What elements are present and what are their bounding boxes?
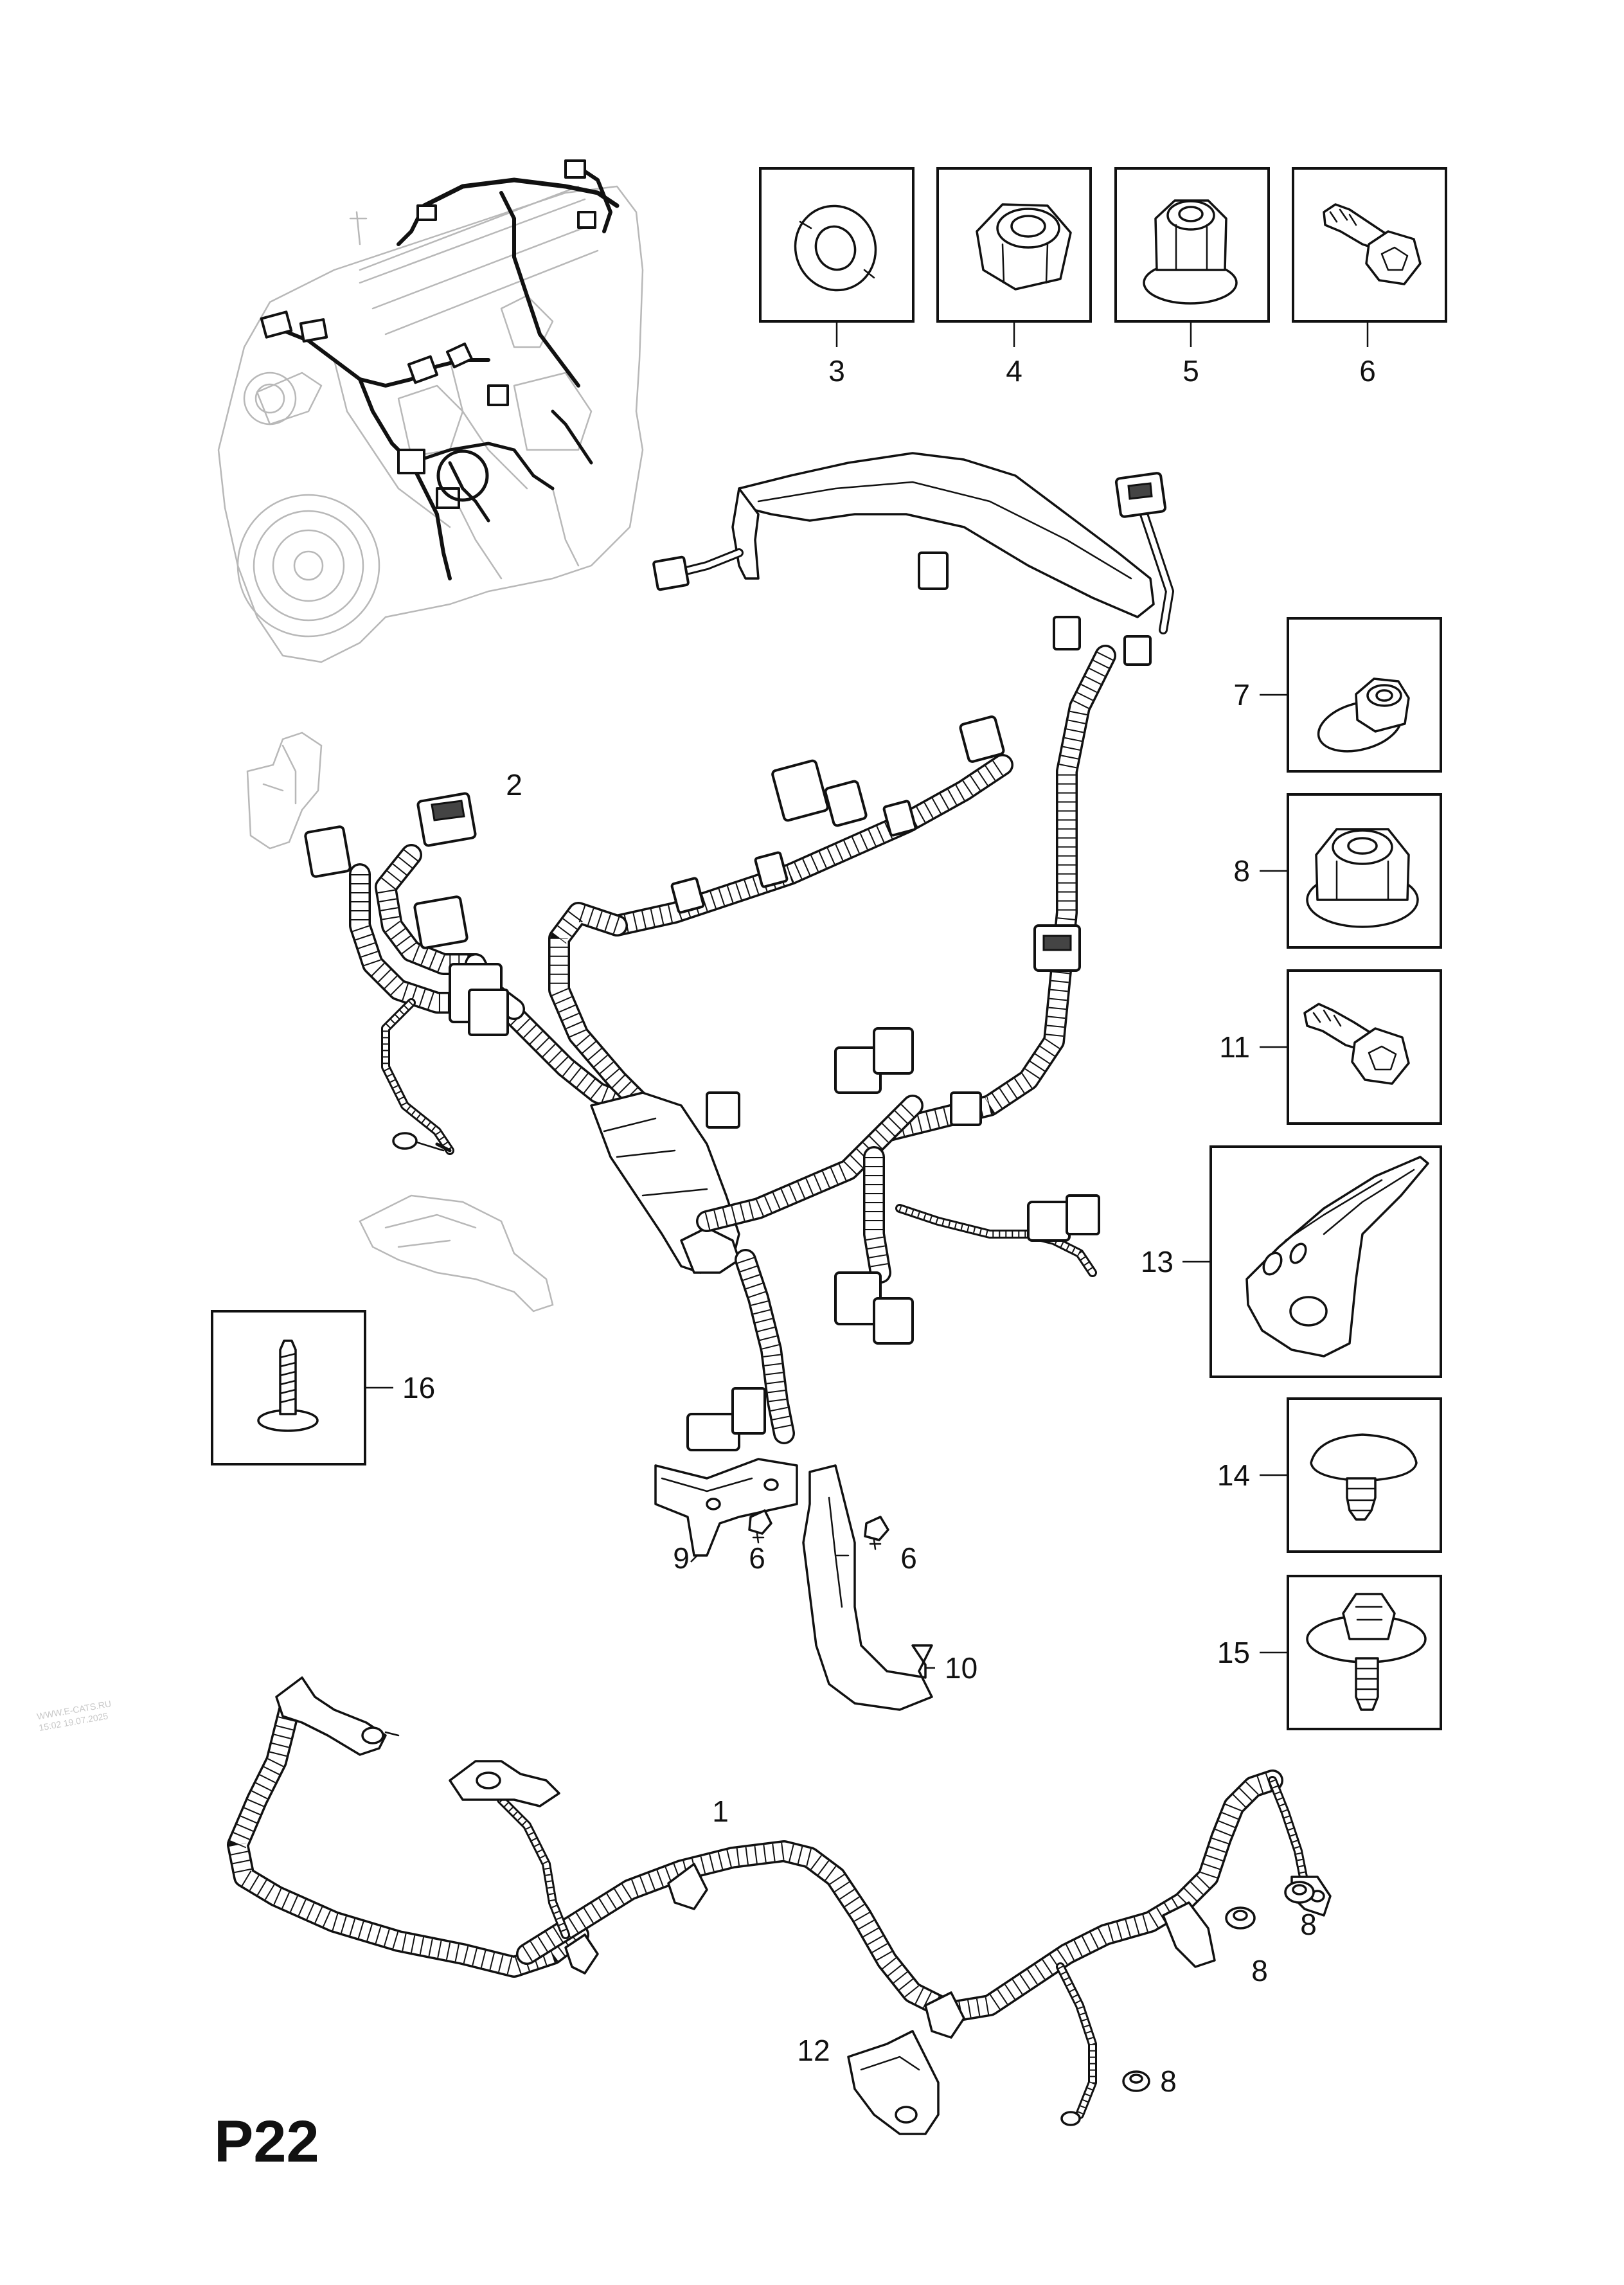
part-box-13[interactable] — [1209, 1145, 1442, 1378]
callout-14: 14 — [1217, 1458, 1250, 1492]
engine-harness[interactable] — [304, 452, 1174, 1451]
callout-11: 11 — [1219, 1030, 1250, 1064]
part-box-6[interactable] — [1292, 167, 1447, 323]
part-box-14[interactable] — [1287, 1397, 1442, 1553]
bracket-10[interactable] — [802, 1464, 933, 1711]
bolt-6-b[interactable] — [864, 1516, 889, 1550]
bracket-9[interactable] — [654, 1458, 798, 1557]
part-box-4[interactable] — [936, 167, 1092, 323]
callout-8-right: 8 — [1233, 854, 1250, 888]
callout-12: 12 — [797, 2034, 830, 2067]
ghost-bracket-upper — [246, 731, 323, 850]
part-box-15[interactable] — [1287, 1575, 1442, 1730]
callout-9: 9 — [673, 1541, 690, 1575]
callout-10: 10 — [945, 1651, 977, 1685]
part-box-11[interactable] — [1287, 969, 1442, 1125]
part-box-8[interactable] — [1287, 793, 1442, 949]
part-box-7[interactable] — [1287, 617, 1442, 773]
engine-overview — [217, 159, 644, 663]
nut-8-c[interactable] — [1122, 2070, 1150, 2092]
callout-7: 7 — [1233, 678, 1250, 712]
page-code: P22 — [214, 2109, 319, 2174]
callout-13: 13 — [1141, 1245, 1173, 1278]
callout-8-b: 8 — [1300, 1908, 1317, 1941]
part-box-16[interactable] — [211, 1310, 366, 1465]
callout-6-top: 6 — [1359, 354, 1376, 388]
callout-8-a: 8 — [1251, 1954, 1268, 1987]
callout-2: 2 — [506, 768, 522, 802]
callout-8-c: 8 — [1160, 2065, 1177, 2098]
callout-5: 5 — [1182, 354, 1199, 388]
part-box-5[interactable] — [1114, 167, 1270, 323]
callout-6-a: 6 — [749, 1541, 765, 1575]
callout-3: 3 — [828, 354, 845, 388]
callout-1: 1 — [712, 1795, 729, 1828]
callout-4: 4 — [1006, 354, 1022, 388]
callout-15: 15 — [1217, 1636, 1250, 1669]
bracket-12[interactable] — [847, 2030, 940, 2135]
ghost-bracket-lower — [359, 1194, 554, 1313]
bolt-6-a[interactable] — [748, 1509, 772, 1544]
battery-cable-harness[interactable] — [227, 1676, 1332, 2126]
watermark: WWW.E-CATS.RU 15:02 19.07.2025 — [36, 1698, 112, 1733]
callout-6-b: 6 — [900, 1541, 917, 1575]
nut-8-a[interactable] — [1225, 1906, 1256, 1930]
callout-16: 16 — [402, 1371, 435, 1404]
part-box-3[interactable] — [759, 167, 915, 323]
nut-8-b[interactable] — [1284, 1881, 1315, 1904]
